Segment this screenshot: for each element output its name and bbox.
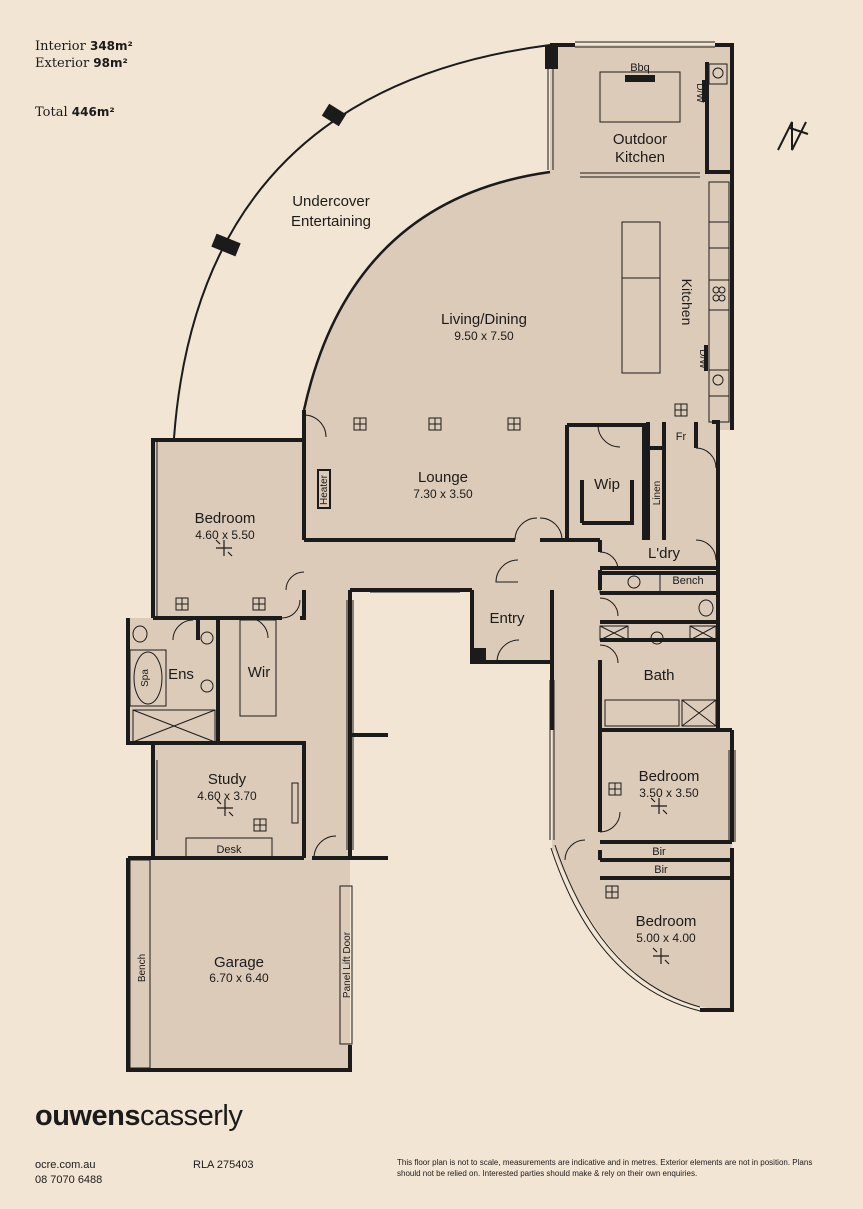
dw-outdoor-label: D/W [694,83,705,103]
hall-fill [304,540,602,590]
bedroom2-fill [600,730,732,842]
entertaining-label: Entertaining [291,213,371,230]
brand-logo: ouwenscasserly [35,1100,243,1132]
kitchen-service-fill [598,430,718,730]
bbq-label: Bbq [630,62,650,74]
bedroom3-dim: 5.00 x 4.00 [636,931,696,945]
undercover-arc [173,44,551,439]
contact-info: ocre.com.au 08 7070 6488 [35,1158,102,1188]
dw-outdoor [702,80,706,102]
spa-label: Spa [140,669,151,687]
garage-label: Garage [214,954,264,971]
garage-dim: 6.70 x 6.40 [209,971,269,985]
bath-label: Bath [644,667,675,684]
linen-label: Linen [652,481,663,505]
lounge-label: Lounge [418,469,468,486]
north-arrow-icon [777,121,809,151]
disclaimer-text: This floor plan is not to scale, measure… [397,1158,813,1178]
bedroom3-fill [552,842,732,1010]
bedroom1-fill [153,440,304,618]
bedroom1-label: Bedroom [195,510,256,527]
living-dining-label: Living/Dining [441,311,527,328]
kitchen-label: Kitchen [679,279,695,326]
total-area: Total 446m² [35,105,115,120]
undercover-posts [211,103,347,257]
interior-area: Interior 348m² [35,39,133,54]
area-summary: Interior 348m² Exterior 98m² [35,38,133,72]
wip-label: Wip [594,476,620,493]
panel-lift-door-label: Panel Lift Door [342,931,353,998]
undercover-label: Undercover [292,193,370,210]
bench-label: Bench [672,575,703,587]
east-hall-fill [552,590,600,850]
garage-fill [128,858,350,1070]
rla-text: RLA 275403 [193,1159,254,1171]
living-arc-glazing [302,170,551,411]
ldry-label: L'dry [648,545,681,562]
dw-kitchen [704,345,708,371]
heater-label: Heater [319,474,330,505]
structural-blocks [317,45,558,662]
bbq-grill [625,75,655,82]
glazing [152,41,736,1012]
desk-label: Desk [216,844,242,856]
bedroom1-dim: 4.60 x 5.50 [195,528,255,542]
ens-label: Ens [168,666,194,683]
west-hall-fill [304,590,350,860]
bir-label-1: Bir [652,846,666,858]
fixtures [129,572,717,1069]
bedroom2-dim: 3.50 x 3.50 [639,786,699,800]
bir-label-2: Bir [654,864,668,876]
door-swings [172,414,717,861]
study-fill [153,743,304,860]
downlight-icon [175,403,688,899]
ceiling-fan-icon [215,539,670,965]
dw-kitchen-label: D/W [697,349,708,369]
entry-label: Entry [489,610,525,627]
kitchen-island [599,63,730,423]
sinks [132,67,726,693]
lounge-dim: 7.30 x 3.50 [413,487,473,501]
kitchen-outdoor-label: Kitchen [615,149,665,166]
study-dim: 4.60 x 3.70 [197,789,257,803]
exterior-area: Exterior 98m² [35,56,128,71]
study-label: Study [208,771,247,788]
outdoor-kitchen-fill [550,45,730,172]
wir-label: Wir [248,664,271,681]
phone-text: 08 7070 6488 [35,1174,103,1186]
fr-label: Fr [676,431,687,443]
website-text: ocre.com.au [35,1159,96,1171]
bedroom2-label: Bedroom [639,768,700,785]
garage-bench-label: Bench [137,954,148,982]
outdoor-label: Outdoor [613,131,667,148]
living-dining-dim: 9.50 x 7.50 [454,329,514,343]
bedroom3-label: Bedroom [636,913,697,930]
